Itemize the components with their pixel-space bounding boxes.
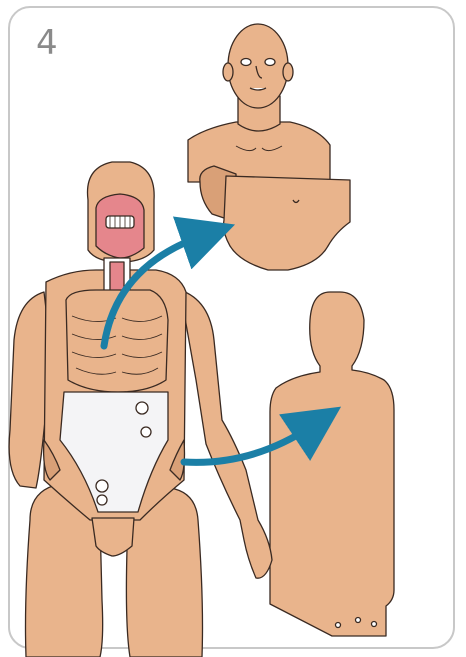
eye-left	[241, 59, 251, 66]
removed-back-skin	[270, 292, 394, 636]
removed-head-chest-skin	[188, 24, 350, 270]
chest-skin-head	[228, 24, 288, 108]
chest-skin-lower	[224, 176, 350, 270]
eye-right	[265, 59, 275, 66]
back-skin-shape	[270, 292, 394, 636]
